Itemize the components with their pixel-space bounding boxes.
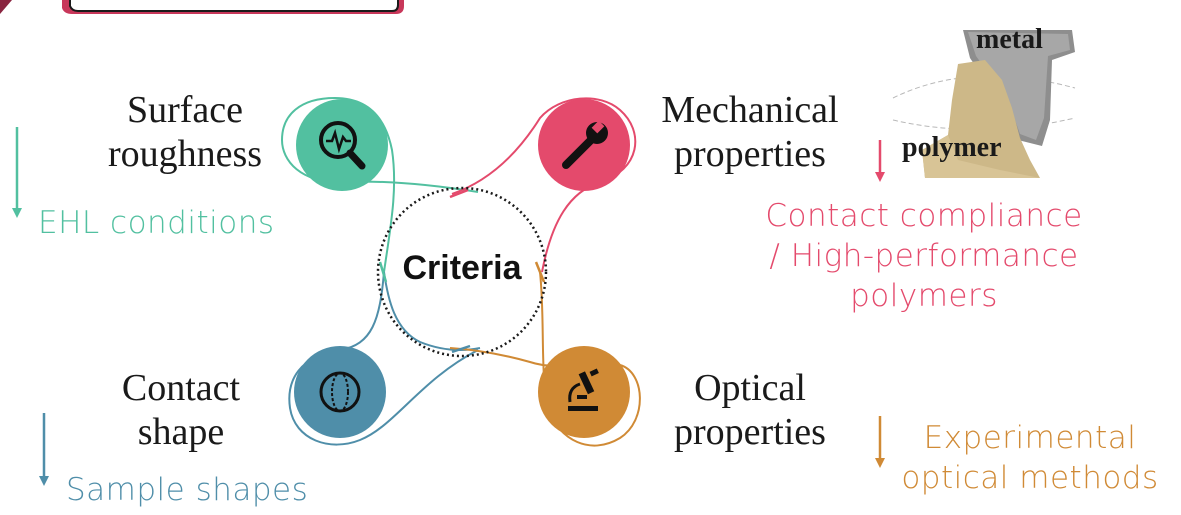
center-label: Criteria	[402, 249, 522, 287]
title-line: Optical	[694, 367, 806, 409]
arrow-mechanical	[875, 140, 885, 182]
label-contact-shape: Contact shape	[86, 366, 276, 454]
title-line: properties	[674, 133, 826, 175]
title-line: Mechanical	[661, 89, 839, 131]
outcome-ehl-conditions: EHL conditions	[38, 205, 275, 241]
outcome-sample-shapes: Sample shapes	[66, 472, 309, 508]
title-line: properties	[674, 411, 826, 453]
label-optical-properties: Optical properties	[630, 366, 870, 454]
sphere-icon	[294, 346, 386, 438]
outcome-line: optical methods	[901, 460, 1159, 496]
outcome-contact-compliance: Contact compliance / High-performance po…	[734, 196, 1114, 316]
label-surface-roughness: Surface roughness	[80, 88, 290, 176]
title-line: shape	[137, 411, 225, 453]
arrow-roughness	[12, 127, 22, 218]
arrow-optical	[875, 416, 885, 468]
outcome-line: Contact compliance	[765, 198, 1083, 234]
outcome-line: Experimental	[923, 420, 1137, 456]
label-mechanical-properties: Mechanical properties	[630, 88, 870, 176]
title-line: Contact	[121, 367, 241, 409]
petal-top-right	[451, 97, 637, 273]
wrench-icon	[538, 99, 630, 191]
inset-metal-label: metal	[976, 24, 1043, 55]
circle-ticks	[378, 188, 546, 354]
outcome-optical-methods: Experimental optical methods	[880, 418, 1180, 498]
center-circle	[376, 186, 548, 358]
title-line: roughness	[107, 133, 263, 175]
title-line: Surface	[126, 89, 244, 131]
outcome-line: polymers	[850, 278, 998, 314]
inset-polymer-label: polymer	[902, 132, 1002, 163]
outcome-line: / High-performance	[769, 238, 1079, 274]
contact-inset-image	[892, 29, 1076, 179]
magnifier-pulse-icon	[296, 99, 388, 191]
top-banner	[0, 0, 404, 14]
microscope-icon	[538, 346, 630, 438]
arrow-contact-shape	[39, 413, 49, 486]
petal-top-left	[280, 96, 479, 273]
